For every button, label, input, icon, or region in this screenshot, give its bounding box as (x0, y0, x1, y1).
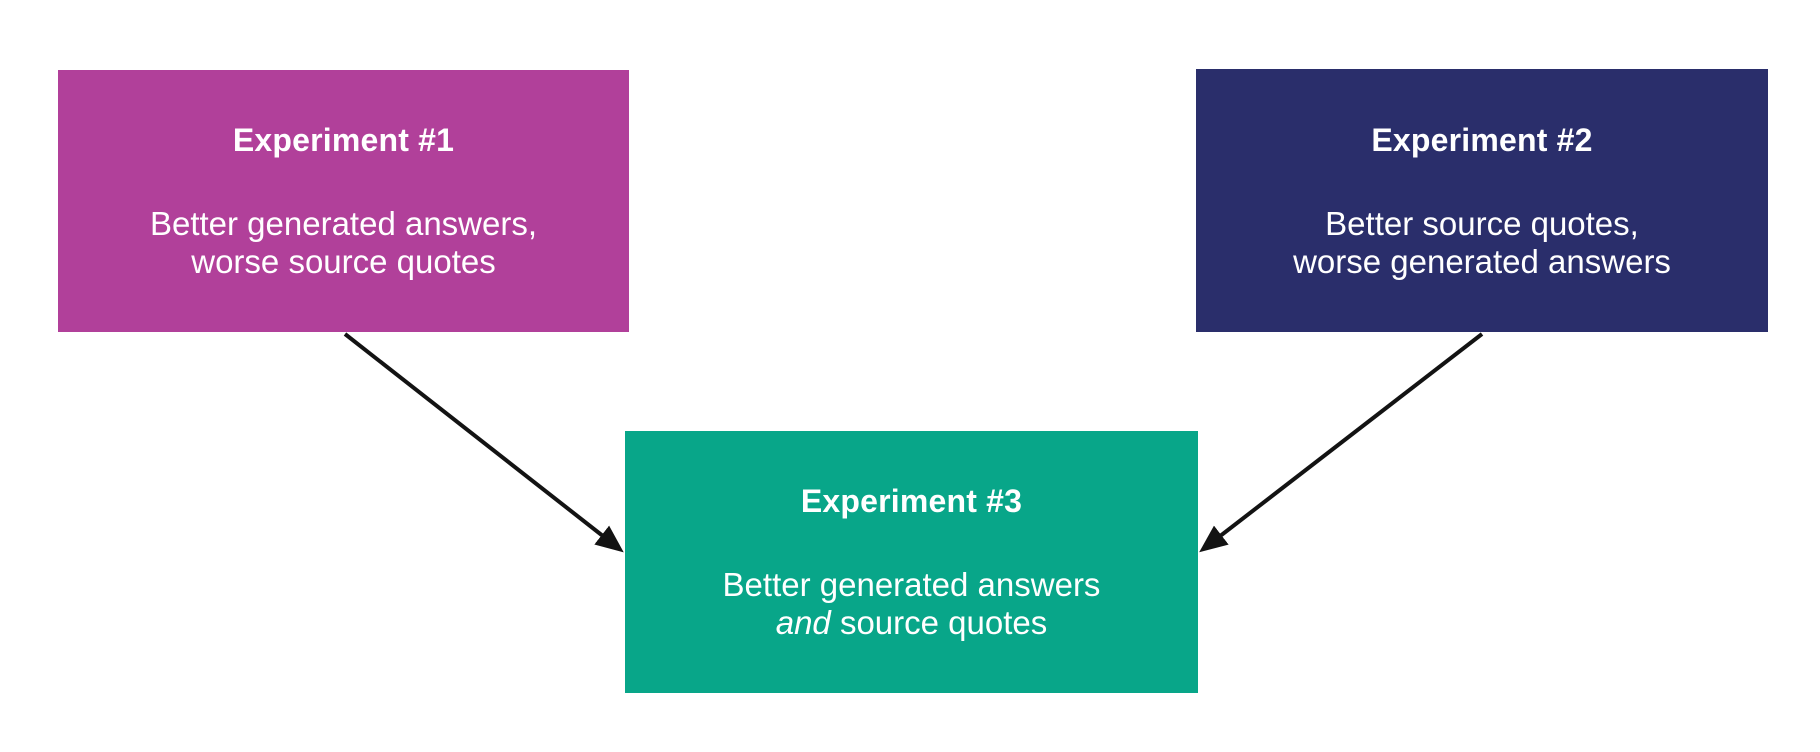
node-experiment-3-body-line2-rest: source quotes (839, 604, 1048, 641)
node-experiment-2-title: Experiment #2 (1371, 121, 1593, 158)
node-experiment-3-body-line1: Better generated answers (722, 566, 1101, 603)
node-experiment-3: Experiment #3 Better generated answers a… (625, 431, 1198, 693)
node-experiment-1-body-line2: worse source quotes (191, 243, 496, 280)
node-experiment-1: Experiment #1 Better generated answers, … (58, 70, 629, 332)
node-experiment-2: Experiment #2 Better source quotes, wors… (1196, 69, 1768, 332)
node-experiment-1-body: Better generated answers, worse source q… (150, 205, 537, 281)
arrow-exp2-to-exp3-icon (1199, 332, 1484, 553)
node-experiment-2-body-line1: Better source quotes, (1325, 204, 1639, 242)
arrow-exp1-to-exp3-icon (343, 332, 624, 553)
node-experiment-2-body-line2: worse generated answers (1293, 242, 1671, 280)
node-experiment-3-body-line2-emphasis: and (775, 604, 831, 641)
node-experiment-3-body: Better generated answers and source quot… (723, 566, 1101, 642)
node-experiment-2-body: Better source quotes, worse generated an… (1293, 205, 1671, 281)
node-experiment-3-body-line2: and source quotes (723, 604, 1101, 642)
node-experiment-1-title: Experiment #1 (232, 122, 455, 158)
node-experiment-1-body-line1: Better generated answers, (149, 205, 538, 242)
node-experiment-3-title: Experiment #3 (800, 483, 1023, 519)
